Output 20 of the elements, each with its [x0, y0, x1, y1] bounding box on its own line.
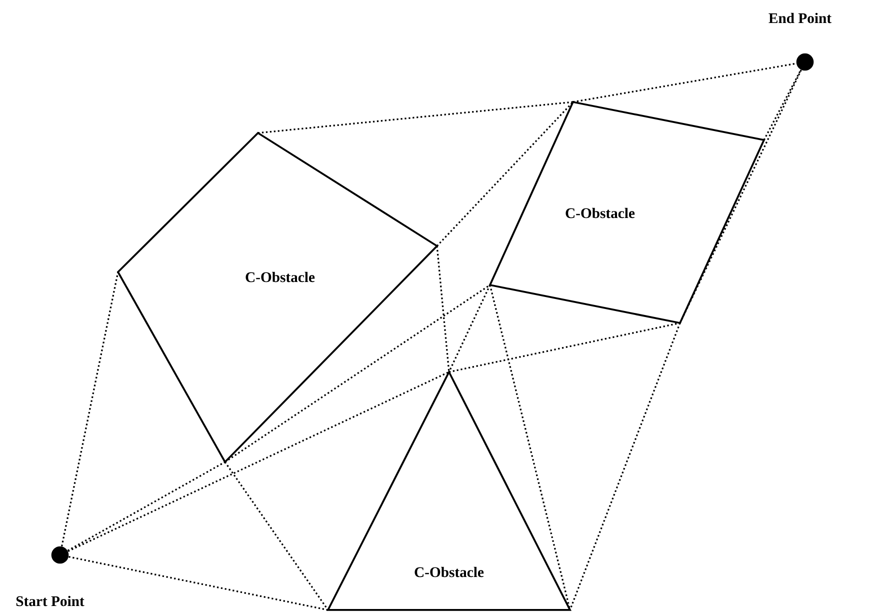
- visibility-line: [258, 101, 574, 134]
- visibility-line: [489, 284, 571, 610]
- visibility-line: [569, 322, 681, 610]
- visibility-line: [67, 461, 226, 552]
- visibility-line: [448, 284, 491, 372]
- visibility-line: [679, 70, 802, 324]
- point-marker: [796, 53, 814, 71]
- visibility-line: [68, 371, 450, 552]
- point-label: Start Point: [16, 596, 84, 606]
- visibility-line: [68, 556, 328, 611]
- point-marker: [51, 546, 69, 564]
- visibility-line: [572, 62, 796, 103]
- point-label: End Point: [768, 12, 832, 24]
- visibility-line: [436, 101, 574, 247]
- visibility-line: [436, 246, 450, 372]
- visibility-line: [224, 284, 490, 463]
- visibility-line: [61, 272, 119, 546]
- visibility-line: [224, 462, 329, 610]
- visibility-line: [448, 322, 680, 373]
- visibility-line: [763, 69, 802, 140]
